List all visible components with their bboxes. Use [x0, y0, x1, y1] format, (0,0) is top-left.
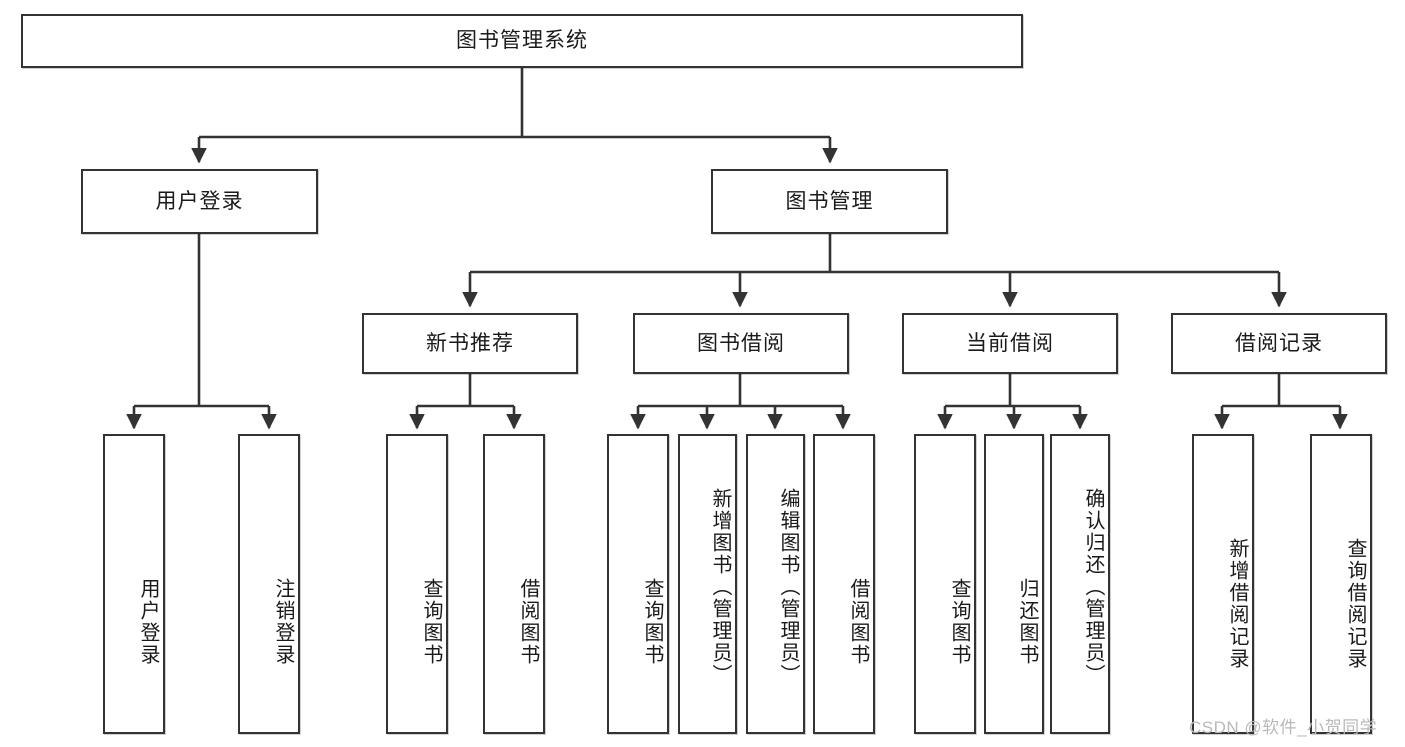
node-root-label: 图书管理系统 [456, 29, 588, 53]
node-leaf-query-book-c[interactable]: 查询图书 [914, 434, 976, 734]
node-leaf-query-record-label: 查询借阅记录 [1344, 538, 1366, 670]
node-leaf-edit-book[interactable]: 编辑图书（管理员） [746, 434, 805, 734]
node-leaf-add-record[interactable]: 新增借阅记录 [1192, 434, 1254, 734]
node-leaf-query-book-a[interactable]: 查询图书 [386, 434, 448, 734]
node-book-borrow[interactable]: 图书借阅 [633, 313, 849, 374]
node-leaf-user-login-label: 用户登录 [137, 578, 159, 666]
node-leaf-borrow-book-a[interactable]: 借阅图书 [483, 434, 545, 734]
node-leaf-query-record[interactable]: 查询借阅记录 [1310, 434, 1372, 734]
node-new-book-recommend[interactable]: 新书推荐 [362, 313, 578, 374]
node-borrow-record-label: 借阅记录 [1235, 331, 1323, 355]
node-root[interactable]: 图书管理系统 [21, 14, 1023, 68]
node-user-login-label: 用户登录 [155, 189, 244, 213]
node-book-manage-label: 图书管理 [785, 189, 874, 213]
node-leaf-logout[interactable]: 注销登录 [238, 434, 300, 734]
node-leaf-query-book-c-label: 查询图书 [948, 578, 970, 666]
node-leaf-add-book-label: 新增图书（管理员） [709, 488, 731, 686]
node-book-manage[interactable]: 图书管理 [711, 169, 948, 234]
node-leaf-add-record-label: 新增借阅记录 [1226, 538, 1248, 670]
node-leaf-query-book-a-label: 查询图书 [420, 578, 442, 666]
node-leaf-query-book-b-label: 查询图书 [641, 578, 663, 666]
node-user-login[interactable]: 用户登录 [81, 169, 318, 234]
node-current-borrow[interactable]: 当前借阅 [902, 313, 1118, 374]
node-leaf-user-login[interactable]: 用户登录 [103, 434, 165, 734]
node-current-borrow-label: 当前借阅 [966, 331, 1054, 355]
node-book-borrow-label: 图书借阅 [697, 331, 785, 355]
watermark-text: CSDN @软件_小贺同学 [1189, 718, 1378, 737]
node-borrow-record[interactable]: 借阅记录 [1171, 313, 1387, 374]
node-leaf-edit-book-label: 编辑图书（管理员） [777, 488, 799, 686]
csdn-watermark: CSDN @软件_小贺同学 [1189, 713, 1377, 738]
node-leaf-add-book[interactable]: 新增图书（管理员） [678, 434, 737, 734]
node-leaf-confirm-return-label: 确认归还（管理员） [1082, 488, 1104, 686]
node-leaf-query-book-b[interactable]: 查询图书 [607, 434, 669, 734]
node-leaf-borrow-book-a-label: 借阅图书 [517, 578, 539, 666]
node-leaf-logout-label: 注销登录 [272, 578, 294, 666]
node-new-book-recommend-label: 新书推荐 [426, 331, 514, 355]
node-leaf-return-book-label: 归还图书 [1016, 578, 1038, 666]
node-leaf-borrow-book-b[interactable]: 借阅图书 [813, 434, 875, 734]
node-leaf-borrow-book-b-label: 借阅图书 [847, 578, 869, 666]
node-leaf-confirm-return[interactable]: 确认归还（管理员） [1050, 434, 1110, 734]
node-leaf-return-book[interactable]: 归还图书 [984, 434, 1044, 734]
